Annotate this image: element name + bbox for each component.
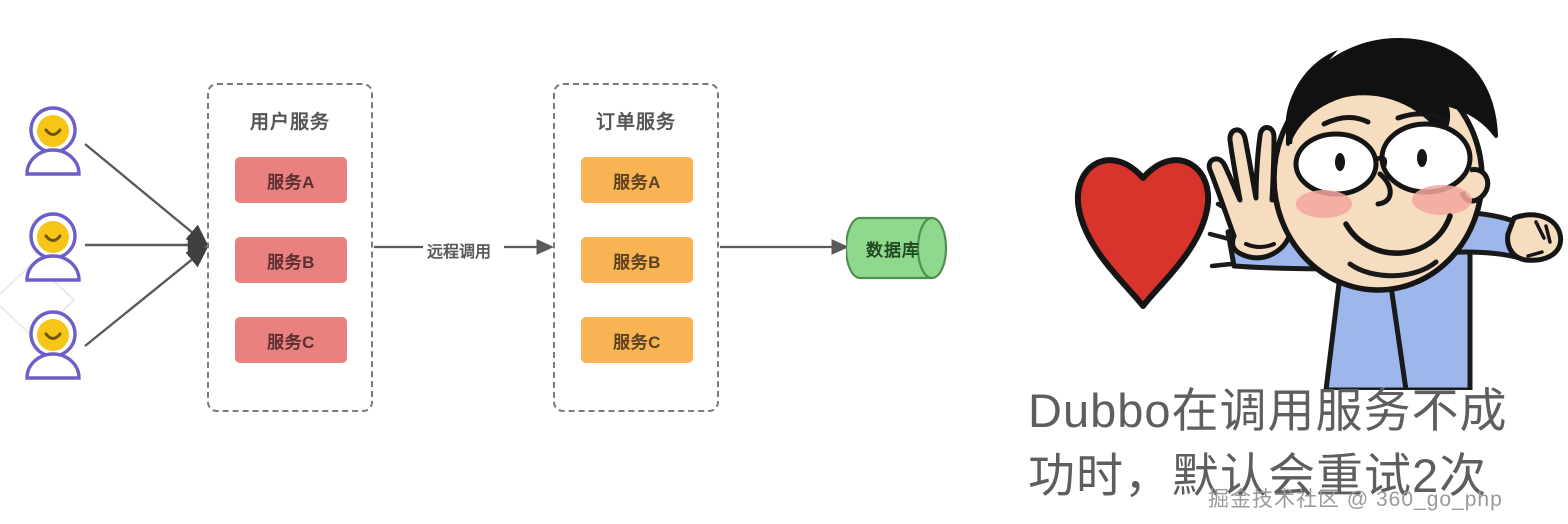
arrow-actor3-to-user-service: [84, 246, 209, 347]
user-avatar-icon: [25, 106, 81, 176]
user-actor-2[interactable]: [20, 210, 86, 282]
order-service-chip-c[interactable]: 服务C: [581, 317, 693, 363]
cartoon-boy-illustration: [1050, 18, 1568, 393]
user-actor-1[interactable]: [20, 104, 86, 176]
caption-line-2: 功时，默认会重试2次: [1028, 449, 1488, 502]
order-service-chip-b[interactable]: 服务B: [581, 237, 693, 283]
cartoon-boy-waving-with-heart-icon: [1075, 38, 1564, 393]
caption-line-1: Dubbo在调用服务不成: [1028, 384, 1508, 437]
arrow-actor1-to-user-service: [84, 143, 209, 246]
order-service-title: 订单服务: [595, 112, 676, 133]
database-node[interactable]: 数据库: [844, 208, 950, 288]
database-cylinder-icon: [844, 216, 948, 280]
remote-call-edge-label: 远程调用: [423, 238, 496, 262]
blush-left: [1296, 190, 1352, 218]
user-service-box[interactable]: 用户服务 服务A 服务B 服务C: [207, 83, 373, 412]
watermark-text: 掘金技术社区 @ 360_go_php: [1208, 488, 1503, 511]
user-service-chip-b[interactable]: 服务B: [235, 237, 347, 283]
user-avatar-icon: [25, 310, 81, 380]
order-service-box[interactable]: 订单服务 服务A 服务B 服务C: [553, 83, 719, 412]
user-actor-3[interactable]: [20, 308, 86, 380]
user-service-chip-a[interactable]: 服务A: [235, 157, 347, 203]
order-service-chip-a[interactable]: 服务A: [581, 157, 693, 203]
user-service-chip-c[interactable]: 服务C: [235, 317, 347, 363]
heart-icon: [1075, 157, 1211, 309]
user-service-title: 用户服务: [249, 112, 330, 133]
user-avatar-icon: [25, 212, 81, 282]
blush-right: [1412, 185, 1472, 215]
